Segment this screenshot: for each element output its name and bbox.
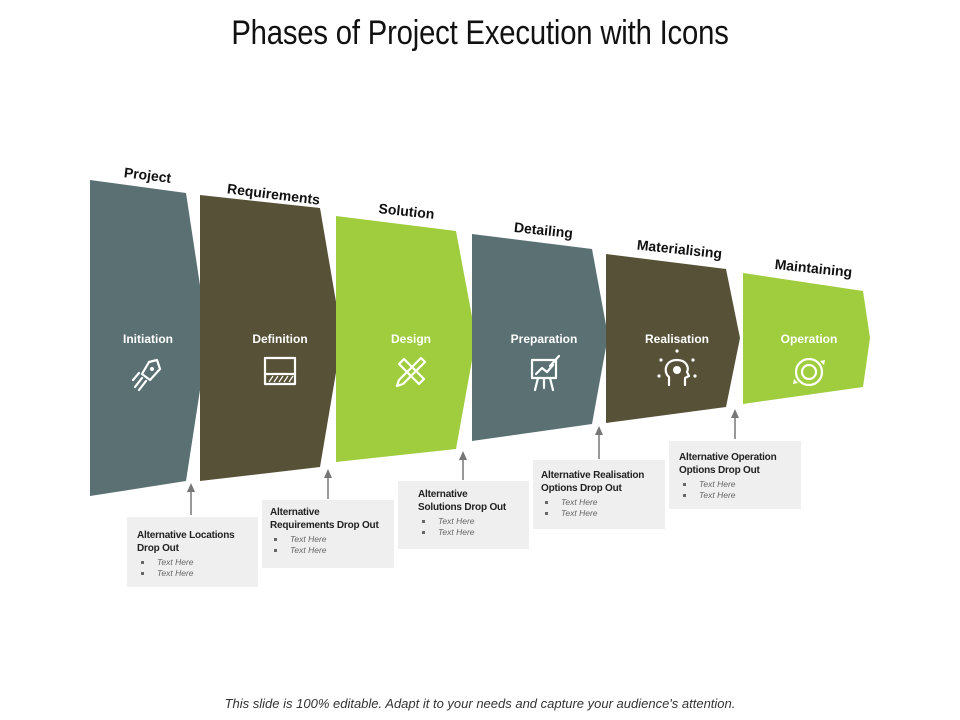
phase-label: Realisation [645,332,709,346]
phase-chevron [200,195,342,481]
dropout-box-item: Text Here [541,497,665,508]
dropout-box-initiation: Alternative Locations Drop Out Text Here… [127,517,258,587]
phase-header: Solution [378,200,435,222]
phase-label: Design [391,332,431,346]
dropout-box-item: Text Here [418,516,529,527]
cycle-icon [793,357,825,387]
dropout-box-design: Alternative Solutions Drop Out Text Here… [398,481,529,549]
dropout-box-item: Text Here [541,508,665,519]
connector-arrow [324,469,332,499]
pencil-ruler-icon [395,356,427,388]
phase-header: Materialising [636,237,723,262]
monitor-icon [263,356,297,386]
phase-label: Operation [781,332,838,346]
dropout-box-title: Alternative Locations Drop Out [137,530,235,554]
dropout-box-title: Alternative Requirements Drop Out [270,507,379,531]
dropout-box-item: Text Here [418,527,529,538]
phase-chevron [90,180,208,496]
connector-arrow [595,426,603,459]
dropout-box-item: Text Here [679,490,801,501]
page-title: Phases of Project Execution with Icons [231,14,729,52]
phase-label: Initiation [123,332,173,346]
phase-chevron [336,216,476,462]
footer-note: This slide is 100% editable. Adapt it to… [224,696,736,711]
dropout-box-definition: Alternative Requirements Drop Out Text H… [262,500,394,568]
phase-chevron [606,254,740,423]
dropout-box-title: Alternative Realisation Options Drop Out [541,470,645,494]
phase-header: Detailing [513,219,573,241]
rocket-icon [131,358,162,392]
phase-chevron [743,273,870,404]
head-gear-icon [657,349,697,387]
connector-arrow [187,483,195,515]
phase-label: Definition [252,332,307,346]
easel-chart-icon [530,354,561,392]
dropout-box-item: Text Here [679,479,801,490]
phase-chevron [472,234,608,441]
dropout-box-item: Text Here [270,545,394,556]
dropout-box-preparation: Alternative Realisation Options Drop Out… [533,460,665,529]
connector-arrow [731,409,739,439]
connector-arrow [459,451,467,480]
dropout-box-item: Text Here [137,568,258,579]
dropout-box-title: Alternative Operation Options Drop Out [679,452,777,476]
dropout-box-item: Text Here [137,557,258,568]
dropout-box-realisation: Alternative Operation Options Drop Out T… [669,441,801,509]
phase-header: Project [123,164,172,186]
dropout-box-title: Alternative Solutions Drop Out [418,489,507,513]
dropout-box-item: Text Here [270,534,394,545]
phase-header: Maintaining [774,256,853,280]
phase-label: Preparation [511,332,578,346]
